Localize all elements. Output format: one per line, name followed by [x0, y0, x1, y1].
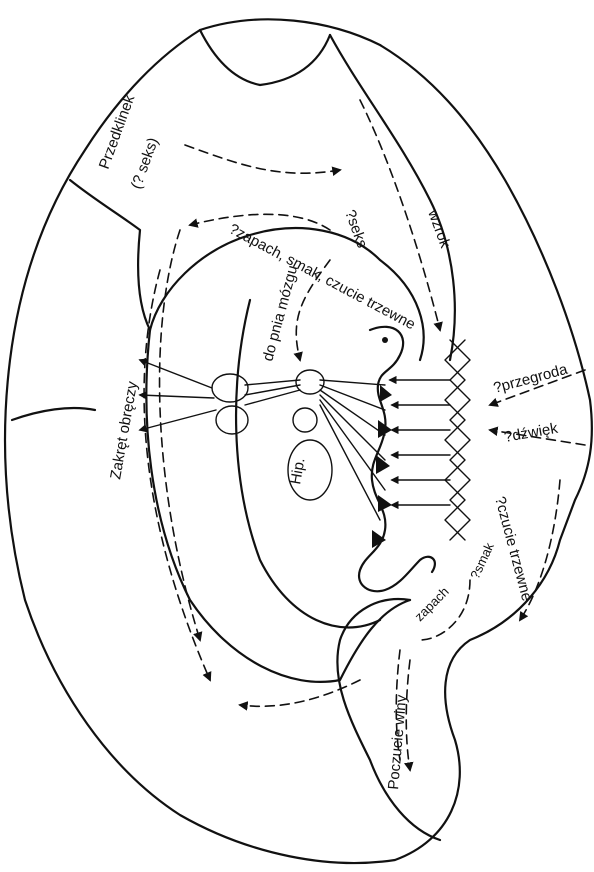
label-seks-question: (? seks) — [128, 135, 162, 191]
hippocampus-seahorse — [359, 327, 435, 591]
sulcus-left — [12, 408, 95, 420]
label-smak: ?smak — [467, 540, 497, 581]
temporal-pole — [337, 599, 440, 840]
fan-connections — [140, 360, 385, 520]
sulcus-top — [200, 30, 330, 85]
hemisphere-outline — [5, 19, 592, 863]
label-zapach-smak-czucie: ?zapach, smak, czucie trzewne — [226, 221, 418, 334]
sulcus-upper-left — [70, 180, 150, 330]
label-zapach: zapach — [412, 584, 452, 624]
label-przegroda: ?przegroda — [492, 361, 570, 397]
label-dzwiek: ?dźwięk — [503, 420, 560, 446]
fornix-grid — [445, 340, 470, 540]
label-wzrok: wzrok — [424, 207, 454, 251]
seahorse-connections — [390, 380, 450, 505]
label-do-pnia-mozgu: do pnia mózgu — [259, 264, 301, 363]
label-przedklinek: Przedklinek — [96, 92, 139, 171]
inner-ring-lower — [146, 330, 410, 682]
label-seks: ?seks — [341, 208, 370, 251]
label-czucie-trzewne: ?czucie trzewne — [491, 495, 535, 603]
label-zakret-obreczy: Zakręt obręczy — [107, 380, 141, 481]
label-hip: Hip. — [287, 456, 308, 485]
